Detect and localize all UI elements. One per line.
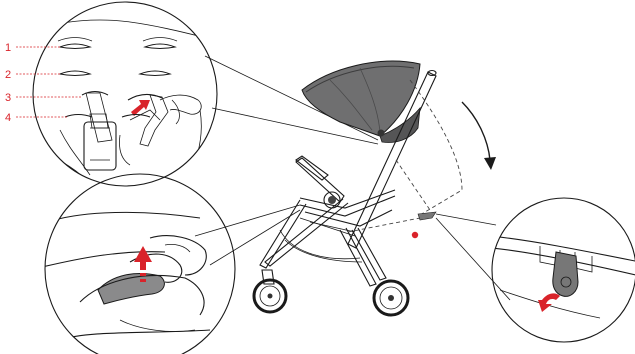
- callout-leaders: [16, 47, 82, 117]
- canopy: [302, 61, 420, 142]
- fold-trigger-magnifier: [38, 174, 235, 354]
- harness-strap-right: [128, 94, 201, 146]
- front-wheel: [254, 270, 286, 312]
- detail-circle-outline: [33, 2, 217, 186]
- harness-strap-left: [82, 92, 116, 171]
- harness-slot-row-2: [60, 71, 170, 76]
- rear-wheel: [374, 281, 408, 315]
- callout-label-3: 3: [5, 92, 11, 104]
- release-point-dot: [412, 232, 418, 238]
- rotation-arc-icon: [462, 102, 496, 170]
- callout-label-2: 2: [5, 69, 11, 81]
- red-arrow-icon: [131, 100, 150, 116]
- harness-detail-magnifier: 1 2 3 4: [5, 2, 217, 190]
- callout-label-1: 1: [5, 42, 11, 54]
- red-curved-arrow-icon: [538, 293, 560, 312]
- callout-label-4: 4: [5, 112, 11, 124]
- harness-slot-row-1: [58, 38, 177, 49]
- lock-latch-magnifier: [490, 198, 635, 342]
- stroller-illustration: [254, 61, 462, 315]
